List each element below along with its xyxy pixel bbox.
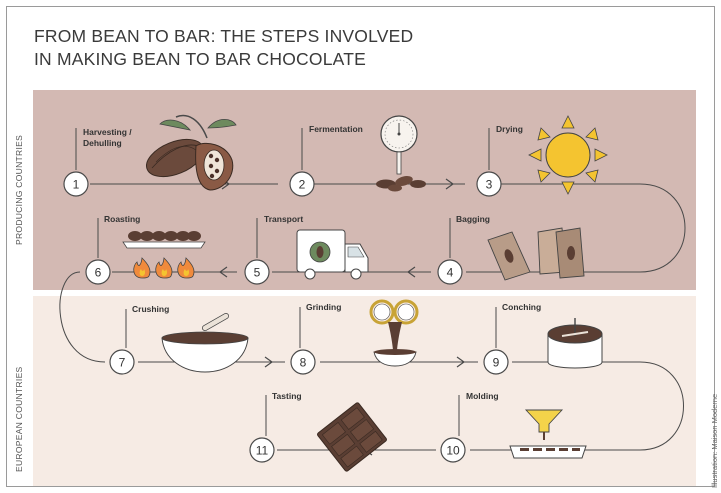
step-label-6: Roasting: [104, 214, 140, 224]
step-circle-3: [476, 171, 502, 197]
step-label-5: Transport: [264, 214, 303, 224]
step-circle-6: [85, 259, 111, 285]
delivery-van-icon: [296, 229, 369, 280]
step-number-3: 3: [486, 178, 493, 192]
step-circle-9: [483, 349, 509, 375]
step-label-2: Fermentation: [309, 124, 363, 134]
step-circle-11: [249, 437, 275, 463]
step-number-4: 4: [447, 266, 454, 280]
flame-icons: [133, 257, 195, 279]
step-number-1: 1: [73, 178, 80, 192]
grinder-icon: [369, 299, 419, 367]
step-label-1-line-2: Dehulling: [83, 138, 122, 148]
step-label-7: Crushing: [132, 304, 169, 314]
roasting-tray-icon: [122, 231, 206, 249]
conche-icon: [547, 318, 603, 369]
step-circle-1: [63, 171, 89, 197]
step-circle-8: [290, 349, 316, 375]
step-number-9: 9: [493, 356, 500, 370]
step-label-9: Conching: [502, 302, 541, 312]
step-number-11: 11: [256, 444, 269, 458]
step-label-1-line-1: Harvesting /: [83, 127, 132, 137]
step-label-10: Molding: [466, 391, 499, 401]
fermentation-gauge-icon: [376, 115, 426, 192]
step-label-4: Bagging: [456, 214, 490, 224]
label-leaders: [75, 128, 497, 436]
step-circle-2: [289, 171, 315, 197]
mold-funnel-icon: [509, 409, 587, 459]
flame-icon-3: [177, 257, 195, 279]
step-number-8: 8: [300, 356, 307, 370]
step-label-8: Grinding: [306, 302, 341, 312]
step-circle-5: [244, 259, 270, 285]
flame-icon-2: [155, 257, 173, 279]
step-circles: [63, 171, 509, 463]
step-number-7: 7: [119, 356, 126, 370]
chocolate-bar-icon: [317, 402, 387, 472]
step-circle-4: [437, 259, 463, 285]
mortar-pestle-icon: [161, 313, 249, 373]
step-label-11: Tasting: [272, 391, 302, 401]
title-line-1: FROM BEAN TO BAR: THE STEPS INVOLVED: [34, 26, 414, 46]
step-number-5: 5: [254, 266, 261, 280]
flame-icon-1: [133, 257, 151, 279]
cocoa-bags-icon: [487, 227, 585, 281]
cocoa-pod-icon: [146, 114, 237, 191]
step-label-3: Drying: [496, 124, 523, 134]
step-number-6: 6: [95, 266, 102, 280]
step-circle-7: [109, 349, 135, 375]
step-number-2: 2: [299, 178, 306, 192]
step-circle-10: [440, 437, 466, 463]
step-number-10: 10: [446, 444, 460, 458]
title-line-2: IN MAKING BEAN TO BAR CHOCOLATE: [34, 49, 366, 69]
sun-icon: [528, 115, 608, 195]
